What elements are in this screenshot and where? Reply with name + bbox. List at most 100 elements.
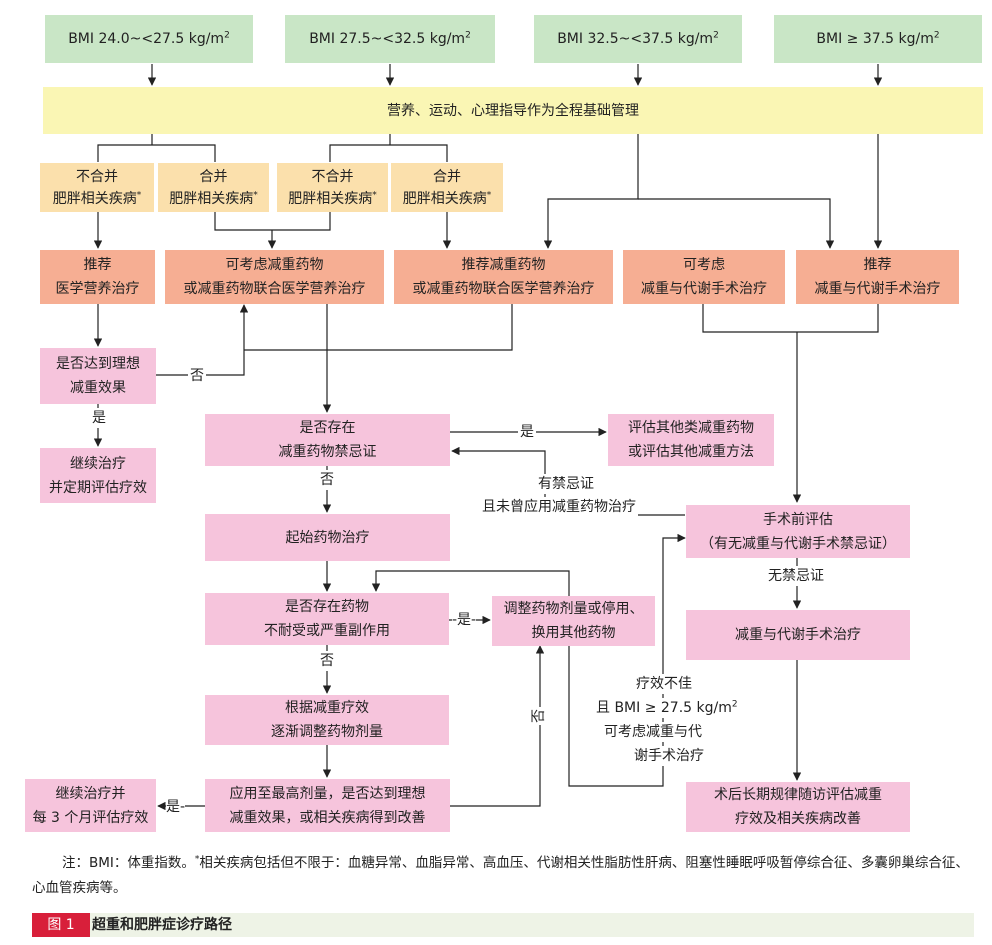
preop-evaluation-box: 手术前评估 （有无减重与代谢手术禁忌证） — [686, 505, 910, 558]
recommend-nutrition-box: 推荐 医学营养治疗 — [40, 250, 155, 304]
decision-line1: 是否达到理想 — [56, 356, 140, 372]
titrate-line2: 逐渐调整药物剂量 — [271, 724, 383, 740]
surgery-text: 减重与代谢手术治疗 — [735, 627, 861, 643]
label-poor-3: 可考虑减重与代 — [602, 722, 704, 742]
followup-line1: 术后长期规律随访评估减重 — [714, 787, 882, 803]
treatment-line2: 或减重药物联合医学营养治疗 — [183, 281, 366, 297]
label-no-surgery-contra: 无禁忌证 — [766, 566, 826, 586]
bmi-label: BMI 32.5~<37.5 kg/m — [557, 31, 714, 47]
bmi-box-24-27: BMI 24.0~<27.5 kg/m2 — [45, 15, 253, 63]
comorbidity-box-1: 合并 肥胖相关疾病* — [158, 163, 269, 212]
surgery-box: 减重与代谢手术治疗 — [686, 610, 910, 660]
treatment-line1: 可考虑 — [683, 257, 725, 273]
consider-surgery-box: 可考虑 减重与代谢手术治疗 — [623, 250, 785, 304]
treatment-line1: 推荐 — [863, 257, 892, 273]
comorbidity-line1: 不合并 — [76, 168, 118, 185]
bmi-box-37-plus: BMI ≥ 37.5 kg/m2 — [774, 15, 982, 63]
continue-line2: 每 3 个月评估疗效 — [32, 809, 149, 826]
caption-bar — [32, 913, 974, 937]
label-poor-2-text: 且 BMI ≥ 27.5 kg/m — [596, 700, 732, 716]
asterisk: * — [372, 189, 377, 200]
label-has-contra-1: 有禁忌证 — [536, 474, 596, 494]
preop-line1: 手术前评估 — [763, 511, 833, 528]
bmi-unit-sup: 2 — [224, 30, 230, 41]
decision-line2: 减重药物禁忌证 — [278, 444, 377, 460]
figure-title: 超重和肥胖症诊疗路径 — [92, 917, 232, 933]
consider-drug-box: 可考虑减重药物 或减重药物联合医学营养治疗 — [165, 250, 384, 304]
comorbidity-line1: 合并 — [199, 168, 228, 185]
continue-line1: 继续治疗并 — [55, 785, 126, 802]
followup-box: 术后长期规律随访评估减重 疗效及相关疾病改善 — [686, 782, 910, 832]
label-no-contra: 否 — [318, 470, 336, 490]
intolerance-decision: 是否存在药物 不耐受或严重副作用 — [205, 593, 449, 645]
label-poor-4: 谢手术治疗 — [632, 746, 706, 766]
comorbidity-line2: 肥胖相关疾病 — [169, 190, 254, 207]
label-poor-2-sup: 2 — [731, 699, 738, 710]
other-methods-box: 评估其他类减重药物 或评估其他减重方法 — [608, 414, 774, 466]
continue-line1: 继续治疗 — [70, 455, 126, 472]
decision-line2: 减重效果，或相关疾病得到改善 — [229, 809, 426, 826]
adjust-line2: 换用其他药物 — [531, 625, 616, 641]
max-dose-decision: 应用至最高剂量，是否达到理想 减重效果，或相关疾病得到改善 — [205, 779, 450, 832]
no-comorbidity-box-1: 不合并 肥胖相关疾病* — [40, 163, 154, 212]
footnote: 注：BMI：体重指数。*相关疾病包括但不限于：血糖异常、血脂异常、高血压、代谢相… — [32, 851, 982, 901]
label-yes-contra: 是 — [518, 422, 536, 442]
start-text: 起始药物治疗 — [285, 529, 370, 546]
comorbidity-line2: 肥胖相关疾病 — [52, 190, 137, 207]
contraindication-decision: 是否存在 减重药物禁忌证 — [205, 414, 450, 466]
bmi-box-27-32: BMI 27.5~<32.5 kg/m2 — [285, 15, 495, 63]
comorbidity-box-2: 合并 肥胖相关疾病* — [391, 163, 503, 212]
label-poor-2: 且 BMI ≥ 27.5 kg/m2 — [594, 698, 740, 718]
asterisk: * — [486, 189, 492, 200]
decision-line2: 减重效果 — [70, 380, 126, 396]
treatment-line2: 医学营养治疗 — [55, 281, 140, 297]
bmi-unit-sup: 2 — [713, 30, 719, 41]
comorbidity-line2: 肥胖相关疾病 — [288, 190, 373, 207]
decision-line1: 应用至最高剂量，是否达到理想 — [229, 785, 426, 802]
adjust-drug-box: 调整药物剂量或停用、 换用其他药物 — [492, 596, 655, 646]
titrate-line1: 根据减重疗效 — [285, 700, 369, 716]
base-management-text: 营养、运动、心理指导作为全程基础管理 — [387, 102, 639, 119]
treatment-line2: 减重与代谢手术治疗 — [641, 281, 767, 297]
decision-line1: 是否存在药物 — [285, 599, 369, 615]
label-yes-ideal: 是 — [90, 408, 108, 428]
comorbidity-line2: 肥胖相关疾病 — [402, 190, 487, 207]
adjust-line1: 调整药物剂量或停用、 — [503, 601, 644, 617]
decision-line2: 不耐受或严重副作用 — [264, 623, 390, 639]
decision-line1: 是否存在 — [299, 420, 356, 436]
asterisk: * — [253, 189, 258, 200]
footnote-part1: 注：BMI：体重指数。 — [62, 855, 195, 871]
bmi-unit-sup: 2 — [933, 30, 940, 41]
treatment-line2: 或减重药物联合医学营养治疗 — [412, 281, 595, 297]
label-no-ideal: 否 — [188, 366, 206, 386]
bmi-box-32-37: BMI 32.5~<37.5 kg/m2 — [534, 15, 742, 63]
bmi-unit-sup: 2 — [465, 30, 471, 41]
bmi-label: BMI ≥ 37.5 kg/m — [816, 31, 934, 47]
asterisk: * — [136, 189, 142, 200]
footnote-part2: 相关疾病包括但不限于：血糖异常、血脂异常、高血压、代谢相关性脂肪性肝病、阻塞性睡… — [32, 855, 969, 896]
comorbidity-line1: 合并 — [433, 168, 461, 185]
continue-3-months-box: 继续治疗并 每 3 个月评估疗效 — [25, 779, 156, 832]
comorbidity-line1: 不合并 — [311, 168, 354, 185]
label-no-max-dose: 否 — [529, 707, 549, 725]
start-drug-box: 起始药物治疗 — [205, 514, 450, 561]
no-comorbidity-box-2: 不合并 肥胖相关疾病* — [277, 163, 388, 212]
figure-tag: 图 1 — [32, 913, 90, 937]
bmi-label: BMI 24.0~<27.5 kg/m — [68, 31, 225, 47]
label-poor-1: 疗效不佳 — [634, 674, 694, 694]
other-line1: 评估其他类减重药物 — [628, 420, 754, 436]
preop-line2: （有无减重与代谢手术禁忌证） — [700, 535, 896, 552]
bmi-label: BMI 27.5~<32.5 kg/m — [309, 31, 466, 47]
recommend-drug-box: 推荐减重药物 或减重药物联合医学营养治疗 — [394, 250, 613, 304]
recommend-surgery-box: 推荐 减重与代谢手术治疗 — [796, 250, 959, 304]
label-yes-max-dose: 是- — [166, 797, 186, 817]
continue-line2: 并定期评估疗效 — [49, 479, 147, 496]
label-yes-intolerance: -是- — [452, 610, 477, 630]
followup-line2: 疗效及相关疾病改善 — [735, 811, 861, 827]
base-management-box: 营养、运动、心理指导作为全程基础管理 — [43, 87, 983, 134]
other-line2: 或评估其他减重方法 — [628, 444, 754, 460]
treatment-line2: 减重与代谢手术治疗 — [814, 281, 941, 297]
treatment-line1: 推荐减重药物 — [461, 257, 546, 273]
treatment-line1: 可考虑减重药物 — [225, 257, 324, 273]
